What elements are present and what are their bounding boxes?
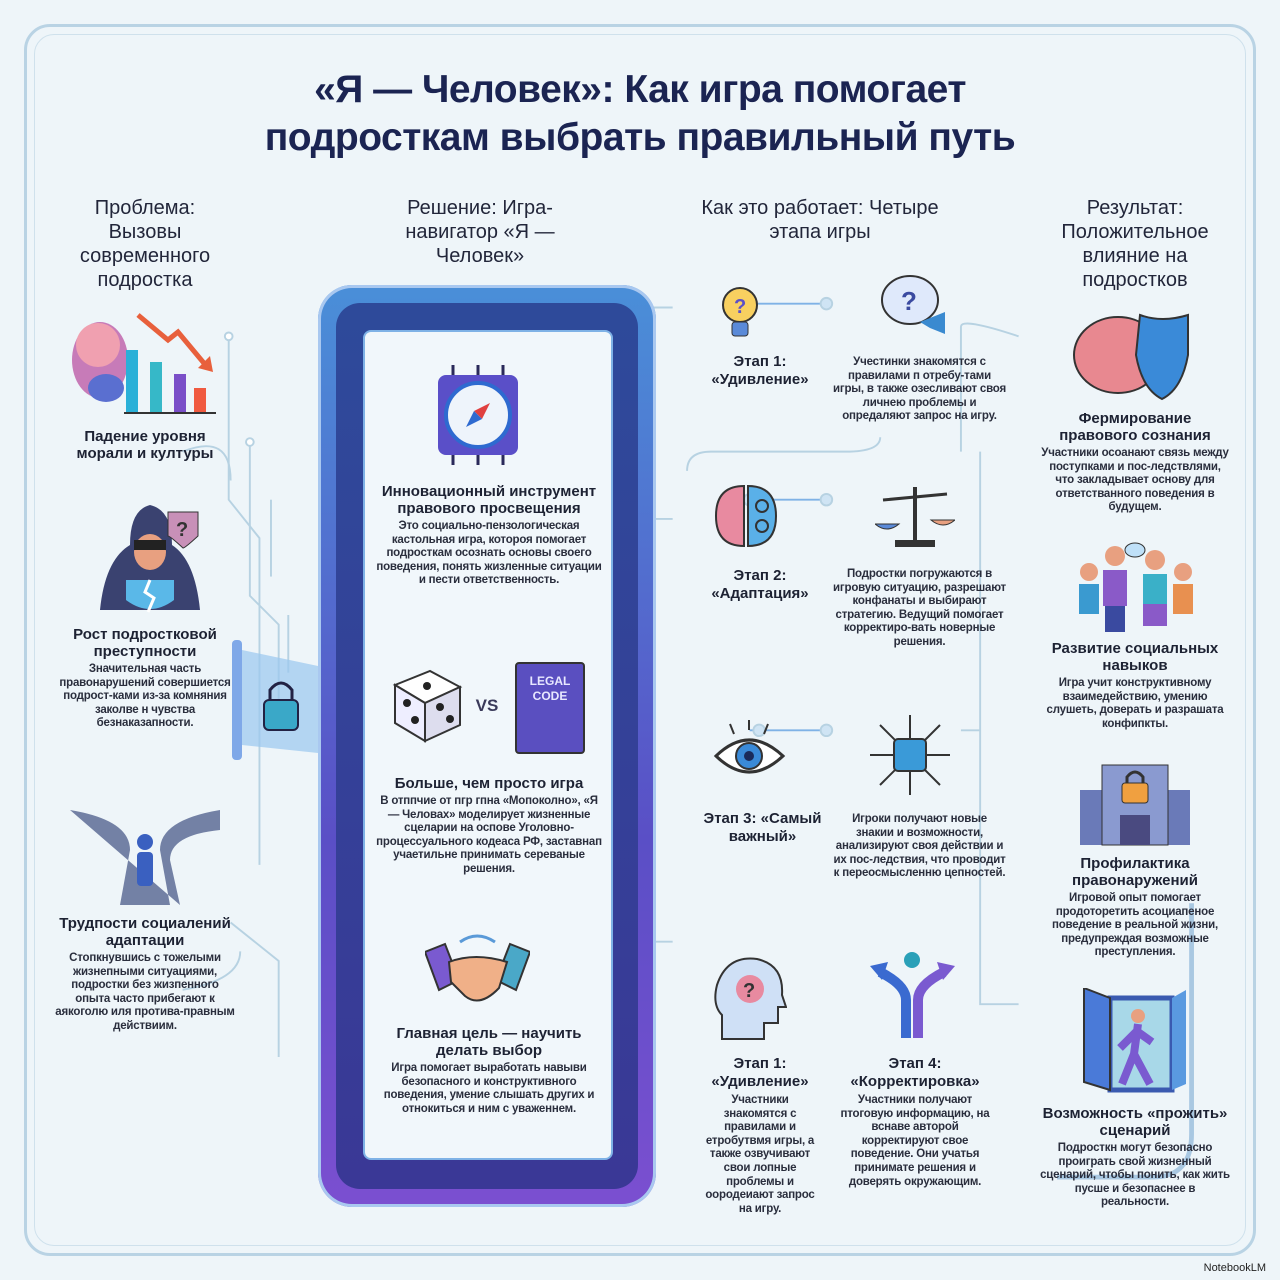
result-3: Профилактика правонаружений Игровой опыт… (1040, 855, 1230, 960)
legal-code-book-icon: LEGAL CODE (515, 662, 585, 754)
brain-shield-icon (1073, 313, 1189, 401)
solution-3: Главная цель — научить делать выбор Игра… (375, 1025, 603, 1116)
svg-text:?: ? (734, 296, 746, 318)
castle-lock-icon (1080, 764, 1190, 846)
stage-1-desc: Учестинки знакомятся с правилами п отреб… (833, 356, 1006, 423)
result-2-desc: Игра учит конструктивному взаимедействию… (1046, 677, 1224, 730)
head-question-icon: ? (714, 957, 787, 1040)
solution-3-desc: Игра помогает выработать навыви безопасн… (383, 1062, 595, 1115)
problem-2-title: Рост подростковой преступности (73, 626, 217, 660)
stage-4: Этап 4: «Корректировка» Участники получа… (835, 1055, 995, 1189)
header-problem: Проблема: Вызовы современного подростка (79, 197, 211, 291)
stage-3-label: Этап 3: «Самый важный» (703, 810, 822, 845)
solution-2-title: Больше, чем просто игра (394, 775, 584, 792)
open-door-icon (1083, 988, 1186, 1093)
problem-3-title: Трудпости социалений адаптации (59, 915, 231, 949)
solution-1-title: Инновационный инструмент правового просв… (381, 483, 597, 517)
split-arrows-icon (870, 952, 955, 1038)
stage-4-desc: Участники получают птоговую информацию, … (840, 1094, 990, 1188)
result-4: Возможность «прожить» сценарий Подросткн… (1040, 1105, 1230, 1210)
stage-1b-desc: Участники знакомятся с правилами и етроб… (705, 1094, 815, 1215)
crossroads-icon (70, 810, 220, 905)
people-icon (1079, 542, 1193, 632)
solution-2-desc: В отппчие от пгр гпна «Мопоколно», «Я — … (376, 795, 602, 875)
problem-2-desc: Значительная часть правонарушений соверш… (59, 663, 231, 730)
solution-2: Больше, чем просто игра В отппчие от пгр… (375, 775, 603, 877)
inner-frame (34, 34, 1246, 1246)
stage-4-label: Этап 4: «Корректировка» (850, 1055, 980, 1090)
title-line-1: «Я — Человек»: Как игра помогает (314, 68, 966, 111)
solution-1: Инновационный инструмент правового просв… (375, 483, 603, 588)
stage-3-desc: Игроки получают новые знакии и возможнос… (833, 813, 1006, 880)
dice-icon (392, 669, 463, 743)
scales-icon (875, 487, 955, 547)
solution-1-desc: Это социально-пензологическая кастольная… (376, 520, 602, 587)
stage-2-desc: Подростки погружаются в игровую ситуацию… (833, 568, 1006, 648)
solution-3-title: Главная цель — научить делать выбор (396, 1025, 582, 1059)
handshake-icon (425, 934, 530, 1002)
vs-label: VS (475, 696, 499, 715)
result-1: Фермирование правового сознания Участник… (1040, 410, 1230, 515)
hooded-figure-icon: ? (100, 505, 200, 613)
svg-text:?: ? (901, 286, 917, 316)
problem-1: Падение уровня морали и културы (55, 428, 235, 462)
title-line-2: подросткам выбрать правильный путь (264, 116, 1016, 159)
brain-gears-icon (714, 484, 778, 548)
notebooklm-brand: NotebookLM (1203, 1262, 1266, 1274)
header-result: Результат: Положительное влияние на подр… (1061, 197, 1209, 291)
compass-chip-icon (438, 365, 518, 465)
lightbulb-icon: ? (722, 287, 758, 337)
result-2-title: Развитие социальных навыков (1051, 640, 1219, 674)
header-how: Как это работает: Четыре этапа игры (701, 197, 939, 243)
svg-text:?: ? (743, 980, 755, 1002)
header-solution: Решение: Игра-навигатор «Я — Человек» (405, 197, 555, 267)
outer-frame (24, 24, 1256, 1256)
lock-gate-icon (232, 640, 337, 760)
svg-text:?: ? (176, 519, 188, 541)
problem-3: Трудпости социалений адаптации Стопкнувш… (55, 915, 235, 1034)
stage-1-label: Этап 1: «Удивление» (711, 353, 809, 388)
result-4-desc: Подросткн могут безопасно проиграть свой… (1040, 1142, 1230, 1209)
brain-chart-decline-icon (72, 313, 216, 414)
result-2: Развитие социальных навыков Игра учит ко… (1040, 640, 1230, 731)
problem-3-desc: Стопкнувшись с тожелыми жизнепными ситуа… (55, 952, 235, 1032)
chip-icon (870, 715, 950, 795)
stage-2-label: Этап 2: «Адаптация» (711, 567, 809, 602)
result-3-title: Профилактика правонаружений (1072, 855, 1198, 889)
problem-2: Рост подростковой преступности Значитель… (55, 626, 235, 731)
stage-1b-label: Этап 1: «Удивление» (711, 1055, 809, 1090)
problem-1-title: Падение уровня морали и културы (76, 428, 214, 462)
result-1-title: Фермирование правового сознания (1059, 410, 1211, 444)
stage-1b: Этап 1: «Удивление» Участники знакомятся… (700, 1055, 820, 1216)
question-bubble-icon: ? (881, 275, 945, 334)
eye-circuit-icon (713, 720, 786, 774)
result-1-desc: Участники осоанают связь между поступкам… (1041, 447, 1229, 514)
result-4-title: Возможность «прожить» сценарий (1042, 1105, 1228, 1139)
result-3-desc: Игровой опыт помогает продоторетить асоц… (1051, 892, 1219, 959)
